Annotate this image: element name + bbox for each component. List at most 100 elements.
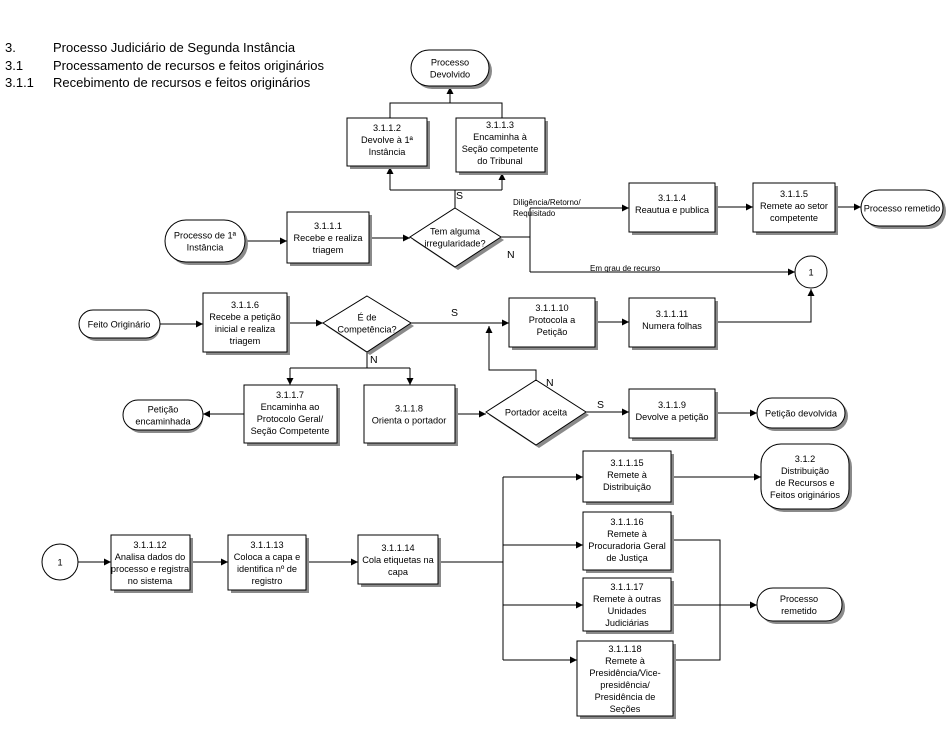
connector-circle-1-top: 1 [794,255,828,289]
process-label: Remete à [607,470,648,480]
process-id: 3.1.1.9 [658,400,686,410]
process-id: 3.1.1.10 [535,303,568,313]
process-label: processo e registra [111,564,190,574]
process-id: 3.1.1.13 [250,540,283,550]
wire-devolucao-join [389,102,503,118]
process-label: Recebe e realiza [294,233,364,243]
connector-label: 1 [808,268,813,278]
process-label: presidência/ [600,680,650,690]
terminal-processo-remetido-top: Processo remetido [860,189,946,229]
edge-label-nao: N [507,249,515,261]
process-id: 3.1.1.15 [610,458,643,468]
process-id: 3.1.1.6 [231,300,259,310]
process-label: Orienta o portador [372,416,447,426]
terminal-label: Processo de 1ª [174,231,237,241]
terminal-label: Processo [780,594,818,604]
process-label: do Tribunal [477,156,522,166]
edge-label-requisitado: Requisitado [513,209,556,218]
edge-label-nao: N [370,354,378,366]
edge-labels: S N Diligência/Retorno/ Requisitado Em g… [370,190,661,411]
decision-portador-aceita: Portador aceita [485,379,589,448]
terminal-peticao-encaminhada: Petição encaminhada [122,399,204,433]
process-label: Presidência de [595,692,656,702]
arrow-portador-nao [485,326,537,380]
process-label: Procuradoria Geral [588,541,666,551]
process-label: Protocolo Geral/ [257,414,324,424]
process-id: 3.1.1.7 [276,390,304,400]
process-label: Seção Competente [251,426,330,436]
process-label: Remete ao setor [760,201,828,211]
connector-circle-1-bottom: 1 [41,543,79,581]
edge-label-nao: N [546,377,554,389]
process-label: Seções [610,704,641,714]
process-label: Seção competente [462,144,539,154]
process-label: capa [388,567,409,577]
process-id: 3.1.1.11 [656,309,689,319]
process-label: no sistema [128,576,173,586]
header-number: 3.1 [5,58,23,73]
process-label: identifica nº de [237,564,297,574]
svg-text:Feito Originário: Feito Originário [88,320,151,330]
process-id: 3.1.1.1 [314,221,342,231]
terminal-label: encaminhada [135,417,191,427]
process-label: Remete à [607,529,648,539]
process-label: Judiciárias [605,618,649,628]
process-label: Petição [537,327,568,337]
svg-text:Processo remetido: Processo remetido [864,204,941,214]
process-label: Presidência/Vice- [589,668,660,678]
process-label: registro [252,576,283,586]
terminal-label: Instância [187,243,225,253]
process-label: triagem [230,336,261,346]
terminal-label: Processo [431,58,469,68]
header-title: Processamento de recursos e feitos origi… [53,58,324,73]
process-id: 3.1.1.8 [395,404,423,414]
process-label: Analisa dados do [115,552,186,562]
terminal-label: de Recursos e [775,478,834,488]
process-label: Distribuição [603,482,651,492]
process-id: 3.1.1.17 [610,582,643,592]
process-label: Recebe a petição [209,312,281,322]
process-label: inicial e realiza [215,324,276,334]
terminal-label: Petição [148,405,179,415]
terminal-label: Petição devolvida [765,409,838,419]
svg-text:Petição devolvida: Petição devolvida [765,409,838,419]
terminal-label: Feitos originários [770,490,840,500]
terminal-feito-originario: Feito Originário [78,309,161,341]
header-title: Recebimento de recursos e feitos originá… [53,75,311,90]
